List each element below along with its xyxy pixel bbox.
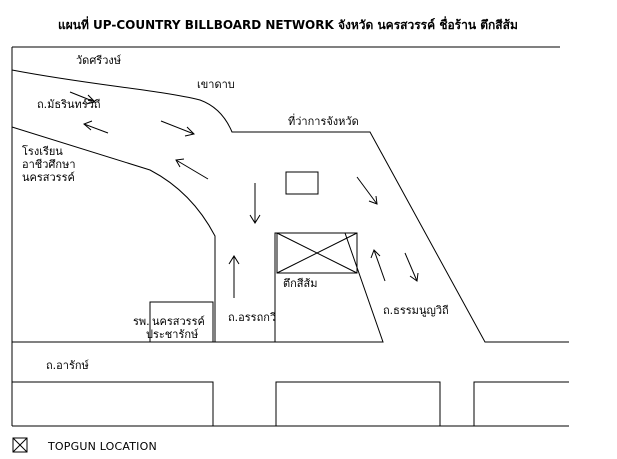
location-marker-cross-b <box>276 232 358 274</box>
traffic-arrows <box>69 91 419 298</box>
hospital-box <box>149 301 214 343</box>
label-location-name: ตึกสีส้ม <box>283 277 318 290</box>
legend-cross-b <box>12 437 28 453</box>
label-road-matin: ถ.มัธรินทร์วิถี <box>37 98 101 111</box>
road-lower-diagonal <box>11 126 216 342</box>
label-school-line1: โรงเรียน <box>22 145 63 158</box>
label-khao-daeng: เขาดาบ <box>197 78 235 91</box>
block-bottom-right <box>473 381 569 426</box>
label-hospital-line1: นครสวรรค์ <box>152 315 205 328</box>
label-school-line3: นครสวรรค์ <box>22 171 75 184</box>
map-title: แผนที่ UP-COUNTRY BILLBOARD NETWORK จังห… <box>58 18 518 32</box>
label-road-dharma: ถ.ธรรมนูญวิถี <box>383 304 449 317</box>
block-bottom-mid <box>275 381 441 426</box>
label-hospital-line2: ประชารักษ์ <box>146 328 199 341</box>
label-road-arak: ถ.อารักษ์ <box>46 359 89 372</box>
legend-label: TOPGUN LOCATION <box>48 440 157 453</box>
label-wat-sriwong: วัดศรีวงษ์ <box>76 54 122 67</box>
label-school-line2: อาชีวศึกษา <box>22 158 76 171</box>
road-upper-diagonal <box>11 69 569 343</box>
location-marker <box>276 232 358 274</box>
label-road-arnon: ถ.อรรถกวี <box>228 311 277 324</box>
block-bottom-left <box>11 381 214 426</box>
crossed-box-icon <box>12 437 28 453</box>
label-provincial-hall: ที่ว่าการจังหวัด <box>288 115 359 128</box>
label-hospital-prefix: รพ. <box>133 315 150 328</box>
small-building <box>285 171 319 195</box>
